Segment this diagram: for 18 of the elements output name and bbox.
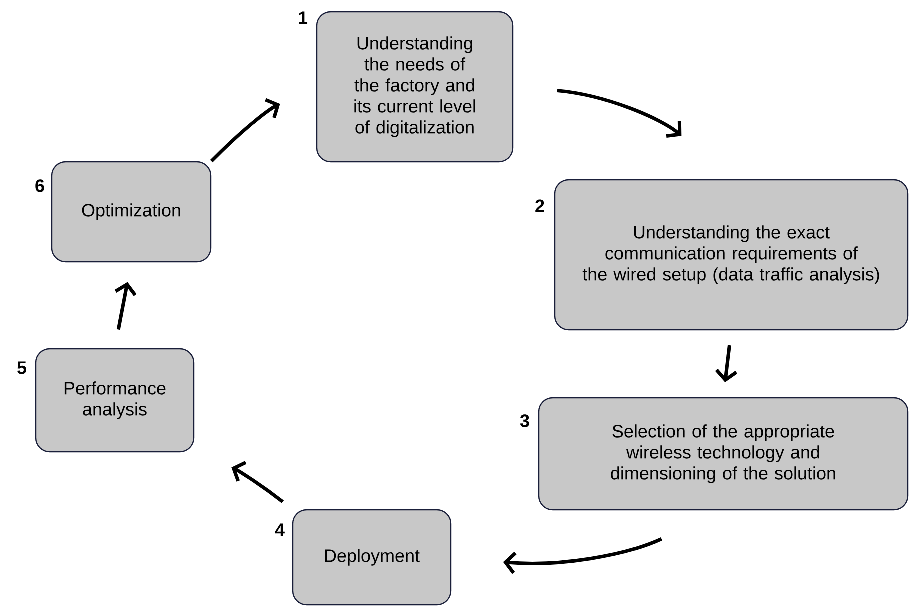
arrow (114, 282, 137, 330)
arrow (557, 89, 682, 138)
arrow (503, 538, 662, 574)
arrow (210, 98, 280, 163)
step-number: 5 (18, 362, 27, 374)
step-number: 6 (36, 180, 44, 192)
process-box: Performance analysis (35, 348, 195, 453)
arrow (232, 461, 284, 504)
process-box: Understanding the needs of the factory and its current level of digitalization (316, 11, 514, 163)
step-number: 3 (520, 414, 530, 428)
step-number: 2 (536, 200, 544, 212)
process-box: Selection of the appropriate wireless technology and dimensioning of the solution (538, 397, 909, 511)
process-box: Optimization (51, 161, 212, 263)
step-number: 4 (275, 524, 285, 536)
process-box: Understanding the exact communication requirements of the wired setup (data traffic analysis) (554, 179, 909, 331)
process-box: Deployment (292, 509, 452, 606)
arrow (715, 345, 738, 382)
step-number: 1 (299, 12, 308, 24)
